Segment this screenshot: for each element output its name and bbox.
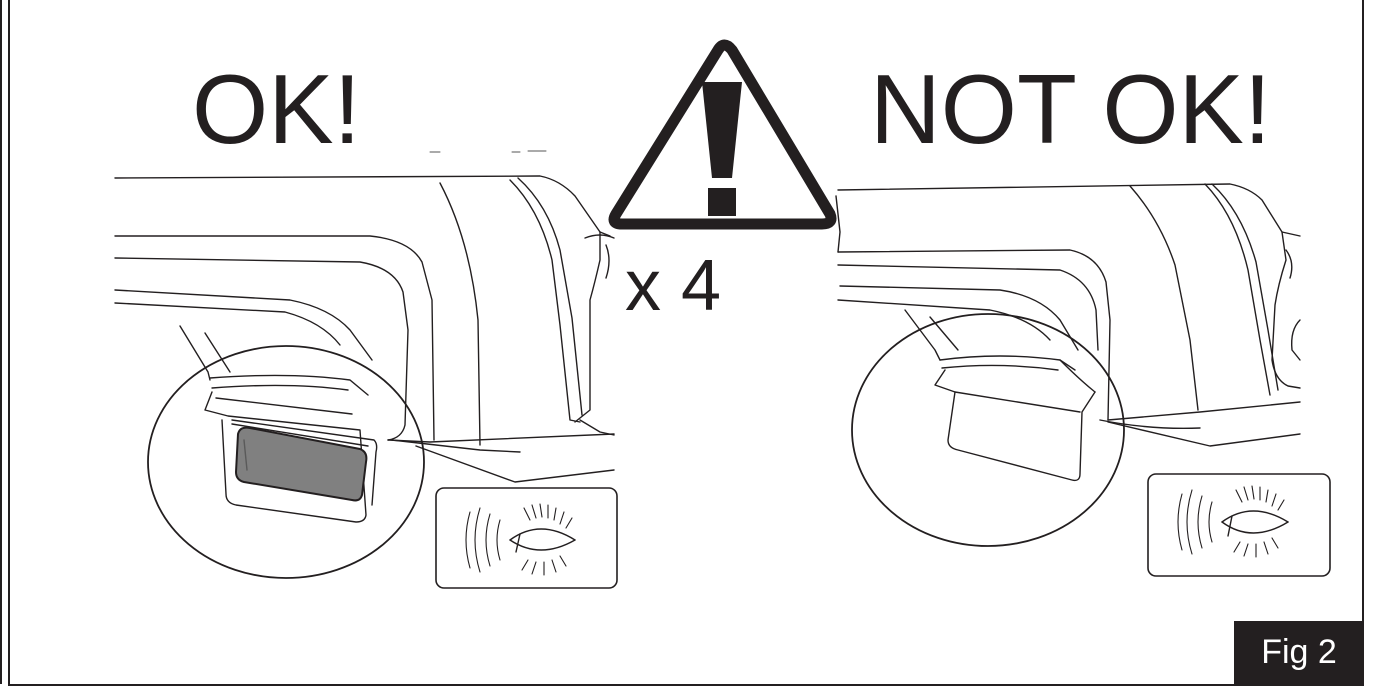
warning-triangle-icon (608, 39, 837, 230)
ok-crossbar-drawing (114, 150, 615, 579)
not-ok-crossbar-drawing (835, 183, 1301, 547)
eye-inspect-icon-left (435, 487, 618, 589)
eye-inspect-icon-right (1147, 473, 1331, 577)
not-ok-heading: NOT OK! (870, 54, 1272, 164)
page-edge-line (0, 0, 2, 684)
ok-heading: OK! (192, 54, 361, 164)
quantity-label: x 4 (625, 246, 722, 326)
figure-number-badge: Fig 2 (1234, 621, 1364, 684)
